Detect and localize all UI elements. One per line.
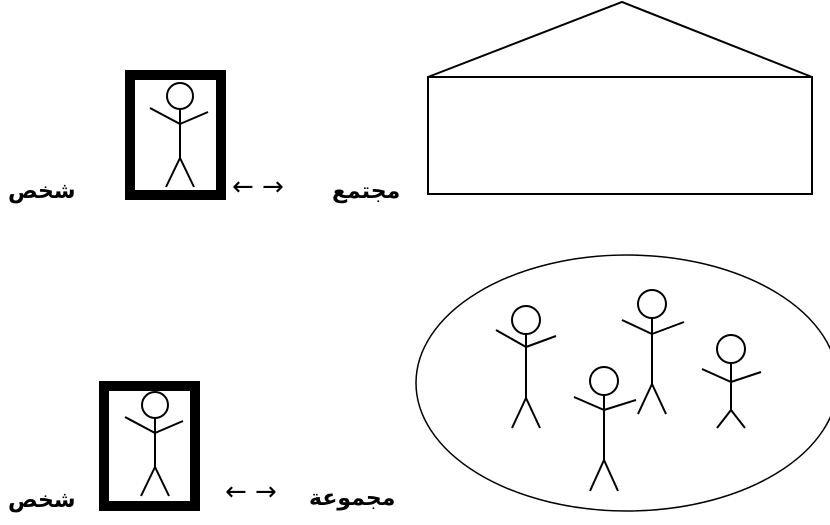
person-left-arm	[149, 107, 181, 125]
group-ellipse-icon	[415, 254, 830, 512]
person-icon	[621, 289, 685, 415]
person-head	[166, 82, 194, 110]
row2-bidirectional-arrows: ← →	[225, 477, 277, 507]
row1-person-label: شخص	[8, 179, 76, 204]
person-right-leg	[154, 466, 170, 497]
person-right-arm	[154, 420, 184, 434]
person-right-arm	[179, 111, 209, 125]
frame-border	[125, 70, 226, 200]
row1-society-label: مجتمع	[332, 179, 401, 204]
person-left-leg	[165, 157, 181, 188]
person-head	[141, 391, 169, 419]
person-icon	[495, 305, 557, 429]
row2-group-label: مجموعة	[309, 486, 396, 511]
person-left-arm	[124, 416, 156, 434]
person-in-frame-icon	[99, 381, 200, 511]
person-right-leg	[179, 157, 195, 188]
person-left-leg	[140, 466, 156, 497]
house-icon	[427, 0, 813, 195]
row1-bidirectional-arrows: ← →	[232, 172, 284, 202]
frame-border	[99, 381, 200, 511]
person-in-frame-icon	[125, 70, 226, 200]
person-icon	[701, 334, 762, 429]
house-roof	[427, 0, 813, 78]
person-icon	[573, 366, 637, 492]
group-boundary	[415, 254, 830, 512]
row2-person-label: شخص	[8, 488, 76, 513]
house-body	[427, 76, 813, 195]
